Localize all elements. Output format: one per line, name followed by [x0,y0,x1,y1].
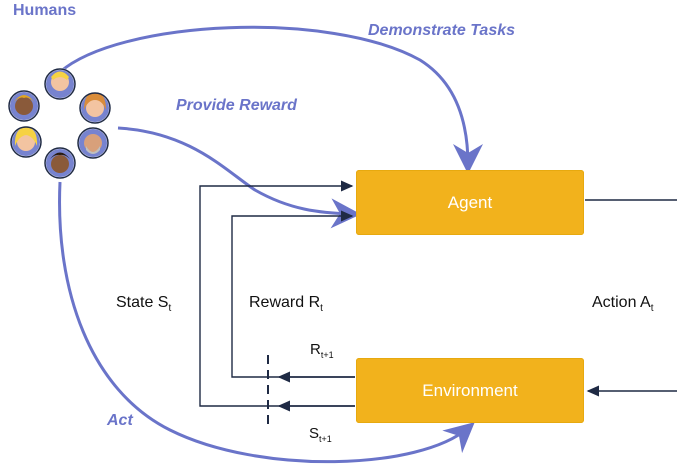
agent-box: Agent [356,170,584,235]
action-label-text: Action A [592,294,651,311]
action-label-sub: t [650,303,654,314]
humans-title: Humans [13,2,77,19]
humans-avatar-group [8,68,111,179]
act-arrow [58,181,475,464]
state-loop-line [199,180,355,407]
state-label: State St [116,294,171,314]
reward-label-text: Reward R [249,294,321,311]
human-avatar-1 [44,68,76,100]
state-next-label: St+1 [309,425,332,444]
demonstrate-tasks-arrow [59,25,483,174]
reward-label: Reward Rt [249,294,323,314]
reward-label-sub: t [320,303,323,314]
state-label-text: State S [116,294,169,311]
action-label: Action At [592,294,653,314]
environment-label: Environment [422,380,518,400]
state-label-sub: t [168,303,172,314]
environment-box: Environment [356,358,584,423]
act-label: Act [107,412,133,429]
provide-reward-label: Provide Reward [176,97,297,114]
provide-reward-arrow [117,126,361,229]
human-avatar-4 [10,126,42,158]
state-next-label-sub: t+1 [319,434,332,444]
human-avatar-5 [77,127,109,159]
human-avatar-3 [79,92,111,124]
reward-next-label-sub: t+1 [320,350,334,360]
reward-next-label: Rt+1 [310,341,334,360]
demonstrate-tasks-label: Demonstrate Tasks [368,22,516,39]
human-avatar-6 [44,147,76,179]
reward-next-label-text: R [310,341,321,358]
human-avatar-2 [8,90,40,122]
state-next-label-text: S [309,425,320,442]
agent-label: Agent [447,192,493,212]
